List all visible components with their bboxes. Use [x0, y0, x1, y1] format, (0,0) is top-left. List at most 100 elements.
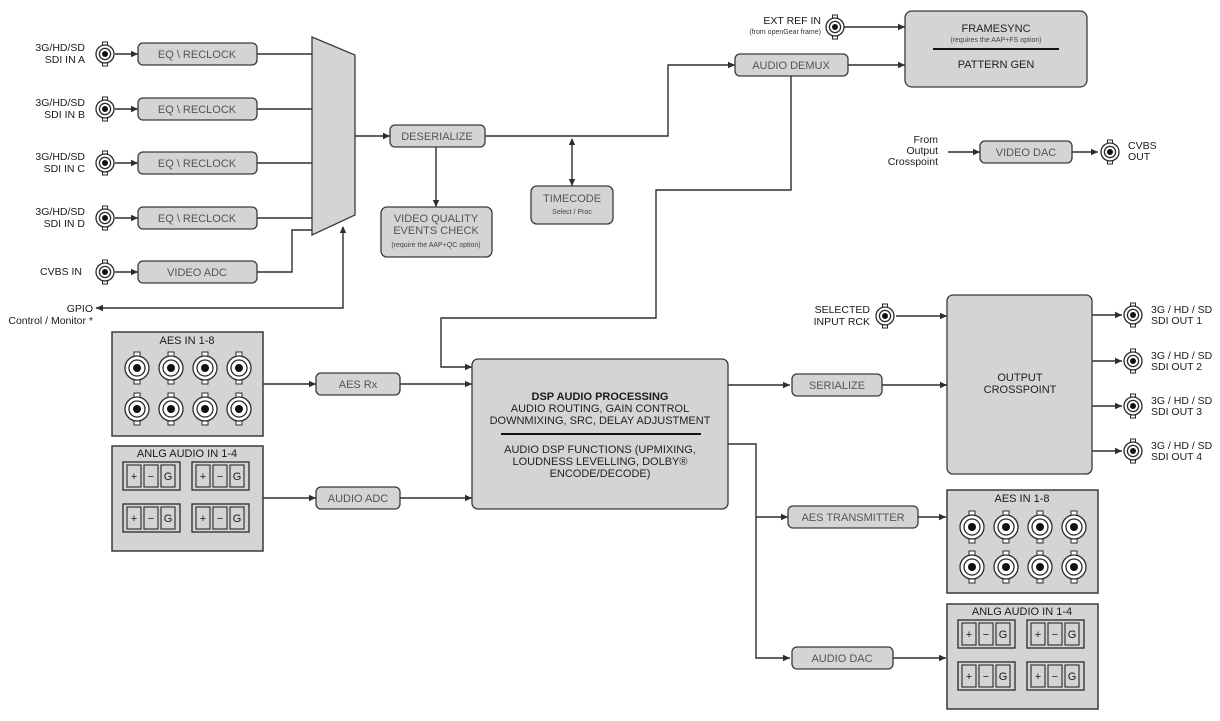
terminal-pin — [961, 622, 977, 646]
terminal-pin — [1064, 622, 1080, 646]
terminal-pin — [195, 464, 211, 488]
connection-wires — [96, 23, 1122, 662]
sdi-input-d-line1: 3G/HD/SD — [35, 206, 85, 218]
sdi-input-d-line2: SDI IN D — [44, 218, 86, 230]
sdi-input-c-line2: SDI IN C — [44, 163, 86, 175]
terminal-pin — [126, 506, 142, 530]
video-adc-label: VIDEO ADC — [167, 267, 227, 279]
terminal-pin-label: + — [1035, 629, 1041, 641]
bnc-connector-icon — [95, 96, 115, 122]
terminal-pin — [143, 506, 159, 530]
aes-rx-label: AES Rx — [339, 379, 378, 391]
bnc-connector-icon — [95, 259, 115, 285]
aes-in-panel: AES IN 1-8 — [111, 331, 264, 437]
terminal-pin-label: G — [233, 471, 242, 483]
aes-out-panel: AES IN 1-8 — [946, 489, 1099, 594]
sdi-input-d: 3G/HD/SD SDI IN D — [35, 205, 115, 231]
video-quality-line1: VIDEO QUALITY — [394, 213, 479, 225]
timecode-sub: Select / Proc — [552, 209, 592, 216]
aes-in-title: AES IN 1-8 — [159, 335, 214, 347]
video-quality-note: (require the AAP+QC option) — [391, 242, 480, 249]
timecode-block: TIMECODE Select / Proc — [530, 185, 614, 225]
dsp-line1: AUDIO ROUTING, GAIN CONTROL — [511, 403, 689, 415]
framesync-label: FRAMESYNC — [961, 23, 1030, 35]
terminal-pin — [961, 664, 977, 688]
sdi-output-3: 3G / HD / SD SDI OUT 3 — [1123, 393, 1213, 419]
terminal-pin-label: + — [131, 471, 137, 483]
bnc-connector-icon — [1123, 438, 1143, 464]
terminal-pin — [1047, 622, 1063, 646]
anlg-out-title: ANLG AUDIO IN 1-4 — [972, 606, 1072, 618]
bnc-connector-icon — [875, 303, 895, 329]
sdi-input-c-line1: 3G/HD/SD — [35, 151, 85, 163]
terminal-pin-label: G — [1068, 629, 1077, 641]
input-multiplexer — [311, 36, 356, 237]
terminal-block: +−G — [1026, 619, 1085, 649]
sdi-output-2-line2: SDI OUT 2 — [1151, 361, 1202, 373]
terminal-block: +−G — [122, 503, 181, 533]
sdi-input-a-line1: 3G/HD/SD — [35, 42, 85, 54]
deserialize-label: DESERIALIZE — [401, 131, 473, 143]
sdi-output-2: 3G / HD / SD SDI OUT 2 — [1123, 348, 1213, 374]
bnc-connector-icon — [95, 150, 115, 176]
from-output-line3: Crosspoint — [888, 156, 938, 168]
dsp-line5: ENCODE/DECODE) — [550, 468, 651, 480]
terminal-pin — [978, 622, 994, 646]
from-output-line1: From — [914, 134, 939, 146]
bnc-connector-icon — [95, 205, 115, 231]
audio-demux-block: AUDIO DEMUX — [734, 53, 849, 77]
aes-rx-block: AES Rx — [315, 372, 401, 396]
sdi-input-b: 3G/HD/SD SDI IN B — [35, 96, 115, 122]
cvbs-out-line2: OUT — [1128, 151, 1151, 163]
terminal-pin-label: G — [164, 513, 173, 525]
terminal-pin — [995, 622, 1011, 646]
terminal-pin-label: + — [966, 629, 972, 641]
eq-reclock-label: EQ \ RECLOCK — [158, 104, 237, 116]
terminal-block: +−G — [191, 461, 250, 491]
ext-ref-note: (from openGear frame) — [749, 29, 821, 36]
terminal-pin-label: − — [148, 513, 154, 525]
sdi-output-3-line2: SDI OUT 3 — [1151, 406, 1202, 418]
cvbs-input-label: CVBS IN — [40, 266, 82, 278]
audio-adc-label: AUDIO ADC — [328, 493, 389, 505]
dsp-title: DSP AUDIO PROCESSING — [532, 391, 669, 403]
eq-reclock-d: EQ \ RECLOCK — [137, 206, 258, 230]
selected-input-line2: INPUT RCK — [814, 316, 870, 328]
sdi-output-1: 3G / HD / SD SDI OUT 1 — [1123, 302, 1213, 328]
video-quality-line2: EVENTS CHECK — [393, 225, 479, 237]
terminal-pin-label: + — [131, 513, 137, 525]
eq-reclock-label: EQ \ RECLOCK — [158, 213, 237, 225]
serialize-label: SERIALIZE — [809, 380, 865, 392]
sdi-output-1-line1: 3G / HD / SD — [1151, 304, 1213, 316]
terminal-pin — [126, 464, 142, 488]
terminal-pin — [160, 464, 176, 488]
terminal-pin-label: − — [217, 513, 223, 525]
terminal-pin — [160, 506, 176, 530]
terminal-pin-label: G — [999, 629, 1008, 641]
terminal-pin — [212, 506, 228, 530]
sdi-input-a-line2: SDI IN A — [45, 54, 85, 66]
video-adc: VIDEO ADC — [137, 260, 258, 284]
terminal-pin — [195, 506, 211, 530]
terminal-pin-label: + — [966, 671, 972, 683]
terminal-pin-label: G — [233, 513, 242, 525]
sdi-input-a: 3G/HD/SD SDI IN A — [35, 41, 115, 67]
sdi-output-2-line1: 3G / HD / SD — [1151, 350, 1213, 362]
pattern-gen-label: PATTERN GEN — [958, 59, 1035, 71]
video-dac-label: VIDEO DAC — [996, 147, 1057, 159]
terminal-block: +−G — [1026, 661, 1085, 691]
from-output-line2: Output — [906, 145, 938, 157]
terminal-pin-label: G — [999, 671, 1008, 683]
dsp-line2: DOWNMIXING, SRC, DELAY ADJUSTMENT — [490, 415, 711, 427]
serialize-block: SERIALIZE — [791, 373, 883, 397]
framesync-block: FRAMESYNC (requires the AAP+FS option) P… — [904, 10, 1088, 88]
bnc-connector-icon — [825, 14, 845, 40]
bnc-connector-icon — [1123, 393, 1143, 419]
eq-reclock-label: EQ \ RECLOCK — [158, 158, 237, 170]
timecode-label: TIMECODE — [543, 193, 601, 205]
selected-input-line1: SELECTED — [815, 304, 871, 316]
bnc-connector-icon — [1123, 302, 1143, 328]
aes-transmitter-label: AES TRANSMITTER — [801, 512, 904, 524]
bnc-connector-icon — [1123, 348, 1143, 374]
bnc-connector-icon — [1100, 139, 1120, 165]
